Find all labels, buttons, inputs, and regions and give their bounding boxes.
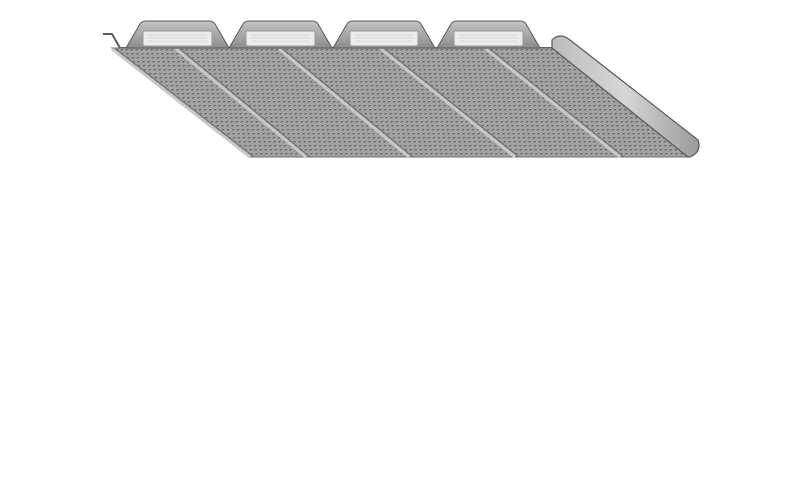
perforation-pattern (381, 48, 620, 157)
rib-insert (349, 30, 419, 47)
panel-body (103, 20, 700, 159)
perforation-pattern (486, 48, 688, 157)
rib-insert (453, 30, 524, 47)
panel-right-edge (551, 35, 700, 158)
strip-crease (111, 47, 251, 159)
strip-crease-shadow (282, 48, 414, 158)
perforation-pattern (112, 48, 306, 157)
strip-crease-shadow (179, 48, 311, 158)
strip-crease (175, 47, 307, 159)
strip-crease-shadow (384, 48, 520, 158)
strip-crease-shadow (489, 48, 625, 158)
strip-crease (380, 47, 516, 159)
perforation-pattern (176, 48, 409, 157)
strip-crease (485, 47, 621, 159)
strip-crease (278, 47, 410, 159)
rib-insert (142, 30, 213, 47)
strip-crease-shadow (115, 48, 255, 158)
perforation-pattern (279, 48, 515, 157)
rib-insert (245, 30, 316, 47)
